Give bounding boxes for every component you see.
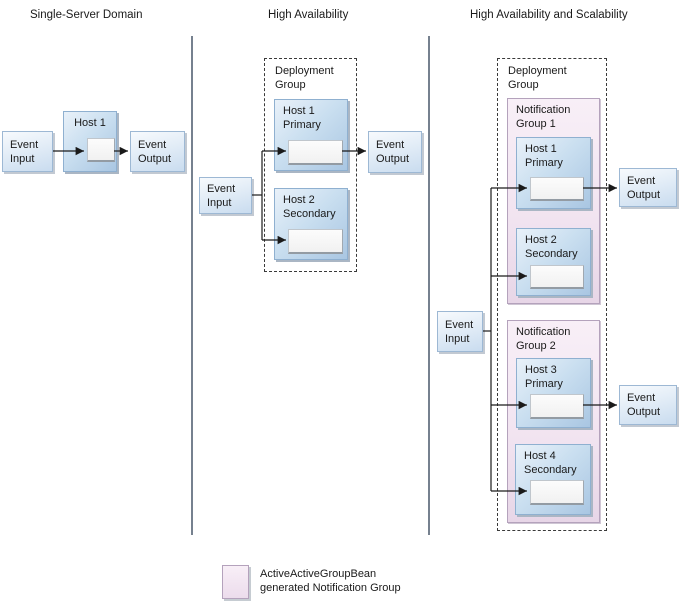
host-label: Host 1 <box>64 116 116 130</box>
deployment-group-ha: Deployment Group <box>264 58 357 272</box>
host-3-primary-box-has: Host 3 Primary <box>516 358 591 428</box>
panel-divider-right <box>428 36 430 535</box>
event-output-label: Event Output <box>376 139 410 165</box>
host-1-primary-box-ha: Host 1 Primary <box>274 99 348 171</box>
event-input-label: Event Input <box>10 138 39 165</box>
host-2-secondary-box-has: Host 2 Secondary <box>516 228 591 296</box>
notification-group-1-label: Notification Group 1 <box>516 104 571 130</box>
host-4-secondary-box-has: Host 4 Secondary <box>515 444 591 515</box>
event-input-label: Event Input <box>207 182 236 209</box>
event-input-box-single: Event Input <box>2 131 53 172</box>
event-output-box-has-2: Event Output <box>619 385 677 425</box>
host-label: Host 2 Secondary <box>283 193 347 221</box>
single-server-domain-title: Single-Server Domain <box>30 9 143 21</box>
deployment-group-label: Deployment Group <box>275 65 334 91</box>
ha-scalability-title: High Availability and Scalability <box>470 9 628 21</box>
host-label: Host 1 Primary <box>283 104 347 132</box>
host-1-primary-box-has: Host 1 Primary <box>516 137 591 209</box>
host-name: Host 1 <box>283 105 315 117</box>
server-inner-rect <box>87 138 115 162</box>
server-inner-rect <box>530 394 584 419</box>
legend-line-1: ActiveActiveGroupBean <box>260 568 377 580</box>
host-role: Secondary <box>524 464 577 476</box>
server-inner-rect <box>530 265 584 289</box>
event-output-box-has-1: Event Output <box>619 168 677 207</box>
event-input-label: Event Input <box>445 318 474 345</box>
host-2-secondary-box-ha: Host 2 Secondary <box>274 188 348 260</box>
host-name: Host 1 <box>74 117 106 129</box>
deployment-group-has: Deployment Group <box>497 58 607 531</box>
host-label: Host 2 Secondary <box>525 233 590 261</box>
event-input-box-ha: Event Input <box>199 177 252 214</box>
deployment-group-label: Deployment Group <box>508 65 567 91</box>
server-inner-rect <box>530 177 584 201</box>
event-output-box-ha: Event Output <box>368 131 422 173</box>
server-inner-rect <box>288 229 343 254</box>
server-inner-rect <box>288 140 343 165</box>
event-output-label: Event Output <box>138 138 172 165</box>
host-label: Host 4 Secondary <box>524 449 590 477</box>
host-label: Host 1 Primary <box>525 142 590 170</box>
notification-group-2-label: Notification Group 2 <box>516 326 571 352</box>
server-inner-rect <box>530 480 584 505</box>
event-input-box-has: Event Input <box>437 311 483 352</box>
host-role: Primary <box>525 378 563 390</box>
event-output-box-single: Event Output <box>130 131 185 172</box>
notification-group-swatch <box>222 565 249 599</box>
panel-divider-left <box>191 36 193 535</box>
legend-text: ActiveActiveGroupBean generated Notifica… <box>260 567 470 595</box>
legend-line-2: generated Notification Group <box>260 582 401 594</box>
host-role: Secondary <box>283 208 336 220</box>
host-role: Secondary <box>525 248 578 260</box>
host-name: Host 2 <box>283 194 315 206</box>
host-name: Host 3 <box>525 364 557 376</box>
high-availability-title: High Availability <box>268 9 349 21</box>
host-1-box-single: Host 1 <box>63 111 117 172</box>
host-name: Host 4 <box>524 450 556 462</box>
event-output-label: Event Output <box>627 392 661 418</box>
host-name: Host 1 <box>525 143 557 155</box>
host-role: Primary <box>283 119 321 131</box>
host-role: Primary <box>525 157 563 169</box>
event-output-label: Event Output <box>627 174 661 201</box>
host-name: Host 2 <box>525 234 557 246</box>
host-label: Host 3 Primary <box>525 363 590 391</box>
